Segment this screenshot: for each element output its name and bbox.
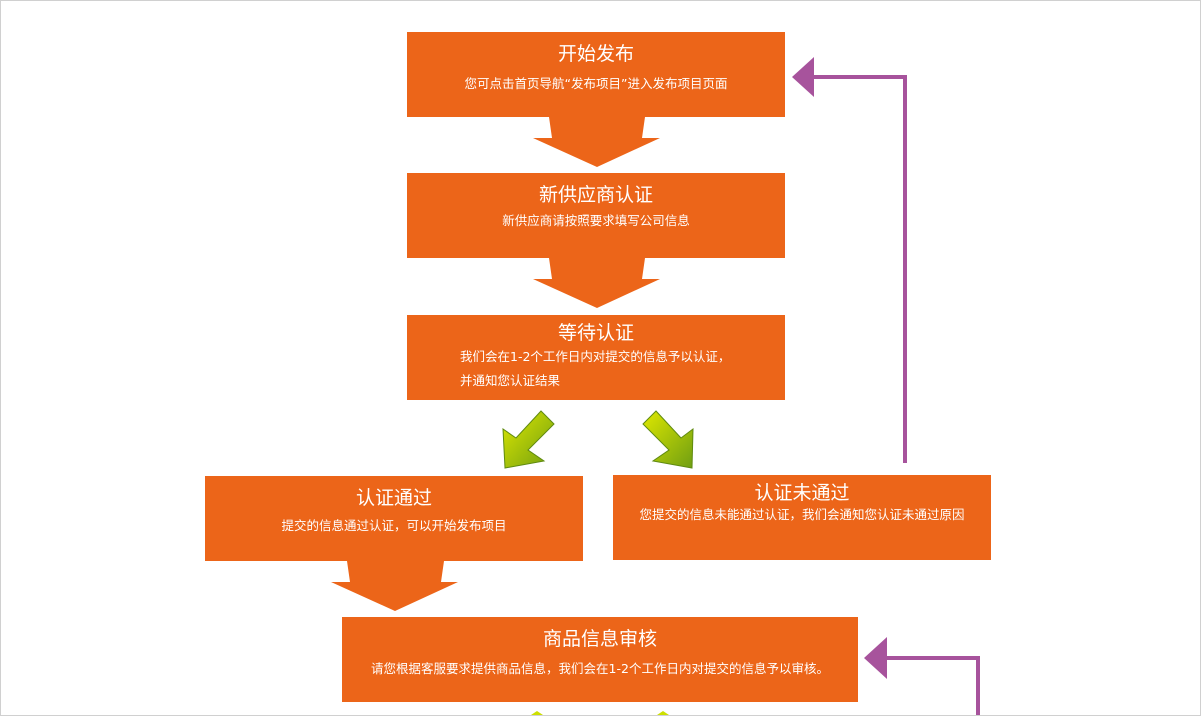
reject-connector-line xyxy=(813,75,907,463)
step-title: 等待认证 xyxy=(557,322,634,344)
step-desc: 请您根据客服要求提供商品信息，我们会在1-2个工作日内对提交的信息予以审核。 xyxy=(371,661,829,676)
review-connector-arrowhead xyxy=(864,637,887,679)
green-arrow-left xyxy=(502,410,555,469)
step-desc: 您可点击首页导航“发布项目”进入发布项目页面 xyxy=(464,76,728,91)
step-title: 开始发布 xyxy=(557,43,634,65)
down-arrow-1 xyxy=(533,117,660,167)
green-arrow-right xyxy=(642,410,694,469)
down-arrow-3 xyxy=(331,561,458,611)
green-arrow-bottom-left xyxy=(531,711,543,715)
step-title: 认证未通过 xyxy=(754,482,850,504)
green-arrow-bottom-right xyxy=(657,711,669,715)
step-desc: 提交的信息通过认证，可以开始发布项目 xyxy=(281,518,507,533)
step-new-supplier-certification: 新供应商认证 新供应商请按照要求填写公司信息 xyxy=(407,173,785,258)
step-title: 商品信息审核 xyxy=(542,628,657,650)
down-arrow-2 xyxy=(533,258,660,308)
step-start-publish: 开始发布 您可点击首页导航“发布项目”进入发布项目页面 xyxy=(407,32,785,117)
step-certification-failed: 认证未通过 您提交的信息未能通过认证，我们会通知您认证未通过原因 xyxy=(613,475,991,560)
step-desc: 新供应商请按照要求填写公司信息 xyxy=(502,213,690,228)
reject-connector-arrowhead xyxy=(792,57,814,97)
review-connector-line xyxy=(885,656,980,715)
step-await-certification: 等待认证 我们会在1-2个工作日内对提交的信息予以认证， 并通知您认证结果 xyxy=(407,315,785,400)
step-desc: 您提交的信息未能通过认证，我们会通知您认证未通过原因 xyxy=(639,507,965,522)
step-product-info-review: 商品信息审核 请您根据客服要求提供商品信息，我们会在1-2个工作日内对提交的信息… xyxy=(342,617,858,702)
step-certification-passed: 认证通过 提交的信息通过认证，可以开始发布项目 xyxy=(205,476,583,561)
step-desc: 我们会在1-2个工作日内对提交的信息予以认证， xyxy=(460,349,731,364)
step-desc-2: 并通知您认证结果 xyxy=(460,373,561,388)
step-title: 新供应商认证 xyxy=(538,184,653,206)
step-title: 认证通过 xyxy=(355,487,432,509)
